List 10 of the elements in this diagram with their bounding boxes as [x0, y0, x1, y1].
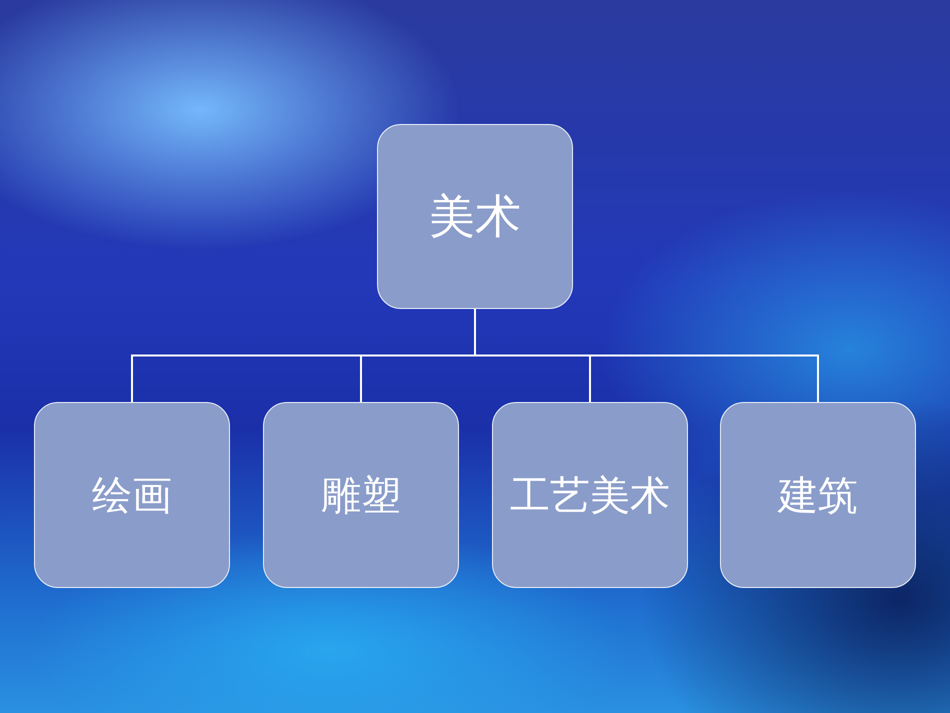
child-box	[492, 402, 688, 588]
box-label: 雕塑	[321, 472, 401, 520]
box-label: 绘画	[92, 472, 172, 520]
box-label: 美术	[429, 188, 521, 244]
box-label: 建筑	[778, 472, 858, 520]
child-box	[720, 402, 916, 588]
child-box	[263, 402, 459, 588]
root-box	[377, 124, 573, 309]
box-label: 工艺美术	[510, 472, 670, 520]
child-box	[34, 402, 230, 588]
